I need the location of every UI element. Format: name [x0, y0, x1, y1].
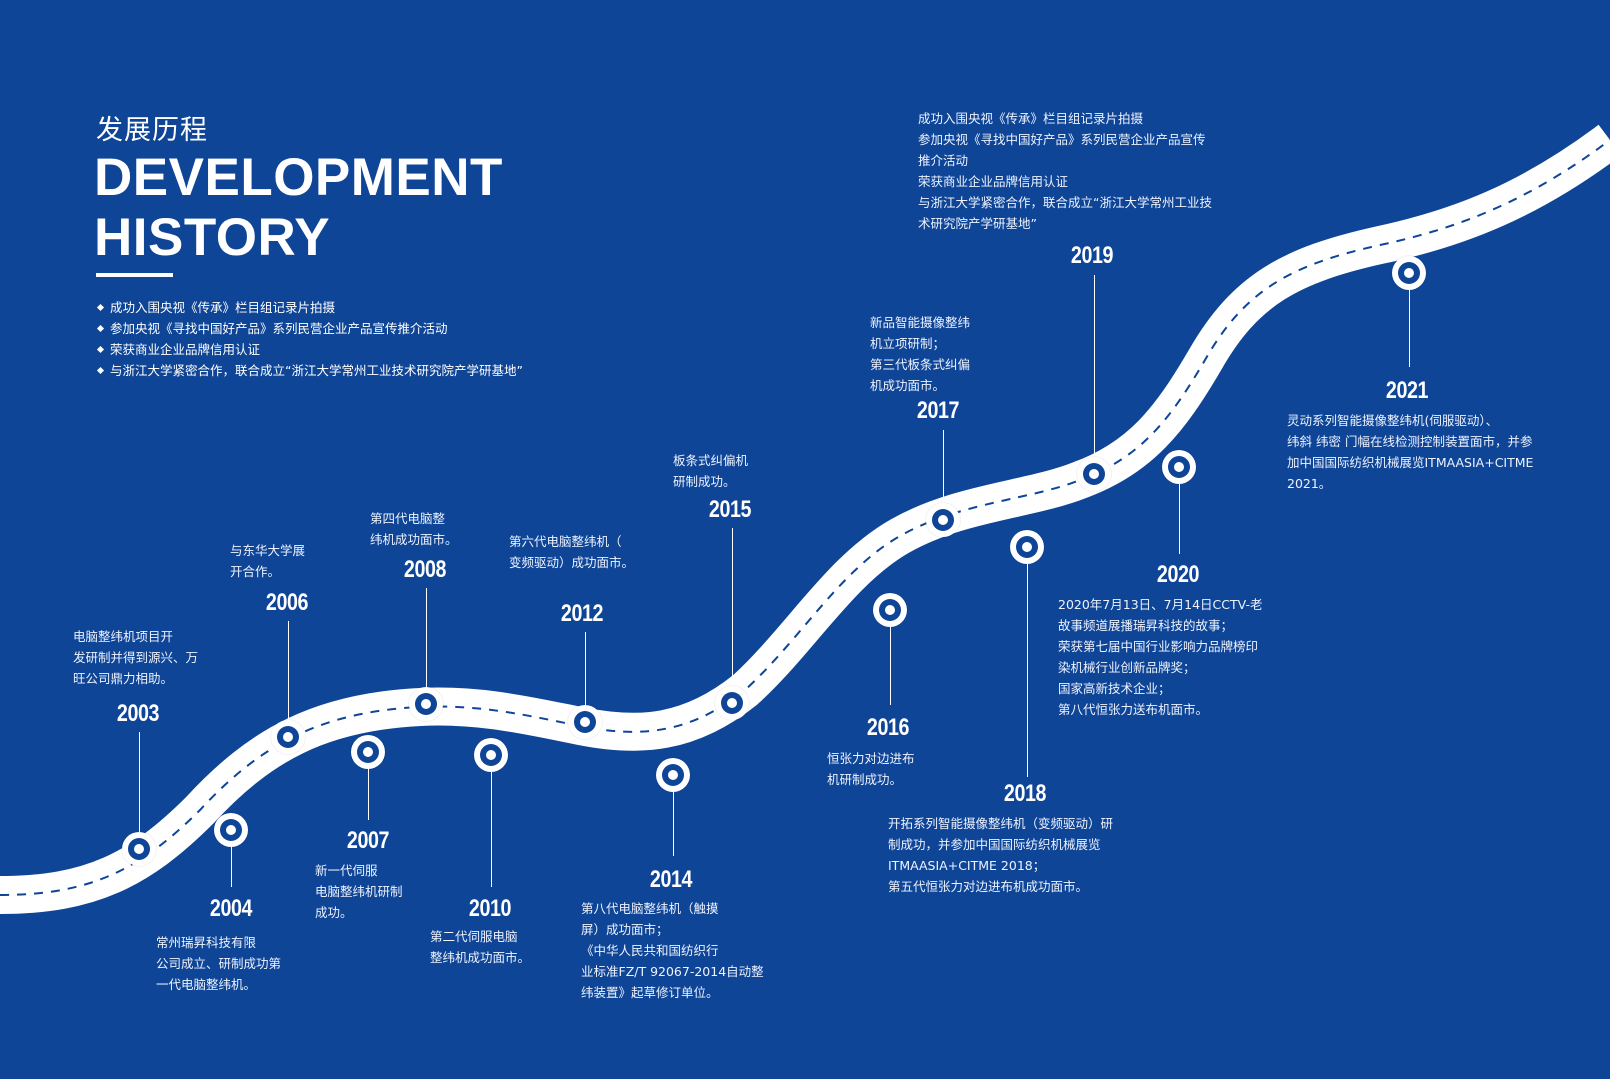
- milestone-2006-marker: [271, 720, 305, 754]
- intro-item: 荣获商业企业品牌信用认证: [96, 339, 523, 360]
- milestone-2016-marker: [873, 593, 907, 627]
- milestone-2015-year: 2015: [708, 496, 752, 523]
- milestone-2021-marker: [1392, 256, 1426, 290]
- milestone-2012-text: 第六代电脑整纬机（ 变频驱动）成功面市。: [509, 534, 635, 570]
- milestone-2008-marker: [409, 687, 443, 721]
- milestone-2012-year: 2012: [560, 600, 604, 627]
- milestone-2007-leader: [368, 769, 370, 820]
- milestone-2006-text: 与东华大学展 开合作。: [230, 543, 306, 579]
- milestone-2016-year: 2016: [866, 714, 910, 741]
- milestone-2019-text: 成功入围央视《传承》栏目组记录片拍摄 参加央视《寻找中国好产品》系列民营企业产品…: [918, 111, 1212, 231]
- milestone-2018-text: 开拓系列智能摄像整纬机（变频驱动）研 制成功，并参加中国国际纺织机械展览 ITM…: [888, 816, 1114, 894]
- milestone-2020-year: 2020: [1156, 561, 1200, 588]
- milestone-2019-year: 2019: [1070, 242, 1114, 269]
- milestone-2006-year: 2006: [265, 589, 309, 616]
- milestone-2010-year: 2010: [468, 895, 512, 922]
- milestone-2020-text: 2020年7月13日、7月14日CCTV-老 故事频道展播瑞昇科技的故事； 荣获…: [1058, 597, 1263, 717]
- milestone-2018-year: 2018: [1003, 780, 1047, 807]
- milestone-2019-leader: [1094, 275, 1096, 475]
- milestone-2006-leader: [288, 621, 290, 720]
- milestone-2015-leader: [732, 528, 734, 686]
- milestone-2010-text: 第二代伺服电脑 整纬机成功面市。: [430, 929, 531, 965]
- intro-list: 成功入围央视《传承》栏目组记录片拍摄 参加央视《寻找中国好产品》系列民营企业产品…: [96, 297, 523, 381]
- milestone-2003-text: 电脑整纬机项目开 发研制并得到源兴、万 旺公司鼎力相助。: [73, 629, 199, 686]
- page-title-en: DEVELOPMENT HISTORY: [94, 148, 503, 268]
- milestone-2008-text: 第四代电脑整 纬机成功面市。: [370, 511, 458, 547]
- milestone-2004-marker: [214, 813, 248, 847]
- milestone-2017-leader: [943, 430, 945, 520]
- milestone-2010-leader: [491, 772, 493, 887]
- milestone-2014-leader: [673, 792, 675, 856]
- milestone-2020-marker: [1162, 450, 1196, 484]
- milestone-2008-year: 2008: [403, 556, 447, 583]
- intro-item: 与浙江大学紧密合作，联合成立“浙江大学常州工业技术研究院产学研基地”: [96, 360, 523, 381]
- milestone-2010-marker: [474, 738, 508, 772]
- milestone-2015-marker: [715, 686, 749, 720]
- milestone-2017-marker: [926, 503, 960, 537]
- milestone-2017-year: 2017: [916, 397, 960, 424]
- page-title-cn: 发展历程: [96, 115, 208, 146]
- milestone-2014-marker: [656, 758, 690, 792]
- milestone-2017-text: 新品智能摄像整纬 机立项研制； 第三代板条式纠偏 机成功面市。: [870, 315, 971, 393]
- milestone-2003-marker: [122, 832, 156, 866]
- milestone-2020-leader: [1179, 484, 1181, 554]
- milestone-2016-leader: [890, 627, 892, 705]
- milestone-2007-text: 新一代伺服 电脑整纬机研制 成功。: [315, 863, 403, 920]
- page-title-en-line2: HISTORY: [94, 208, 331, 267]
- milestone-2012-marker: [568, 705, 602, 739]
- milestone-2004-year: 2004: [209, 895, 253, 922]
- milestone-2003-year: 2003: [116, 700, 160, 727]
- road-center-dash: [0, 139, 1610, 896]
- milestone-2014-text: 第八代电脑整纬机（触摸 屏）成功面市； 《中华人民共和国纺织行 业标准FZ/T …: [581, 901, 764, 1000]
- milestone-2021-year: 2021: [1385, 377, 1429, 404]
- milestone-2003-leader: [139, 732, 141, 832]
- milestone-2018-leader: [1027, 564, 1029, 777]
- milestone-2004-leader: [231, 847, 233, 887]
- intro-item: 参加央视《寻找中国好产品》系列民营企业产品宣传推介活动: [96, 318, 523, 339]
- milestone-2019-marker: [1077, 457, 1111, 491]
- milestone-2008-leader: [426, 588, 428, 687]
- milestone-2021-leader: [1409, 290, 1411, 367]
- page-title-en-line1: DEVELOPMENT: [94, 148, 503, 207]
- milestone-2014-year: 2014: [649, 866, 693, 893]
- milestone-2007-year: 2007: [346, 827, 390, 854]
- milestone-2004-text: 常州瑞昇科技有限 公司成立、研制成功第 一代电脑整纬机。: [156, 935, 282, 992]
- intro-item: 成功入围央视《传承》栏目组记录片拍摄: [96, 297, 523, 318]
- milestone-2012-leader: [585, 632, 587, 722]
- milestone-2015-text: 板条式纠偏机 研制成功。: [673, 453, 749, 489]
- title-underline: [96, 273, 173, 277]
- milestone-2007-marker: [351, 735, 385, 769]
- milestone-2021-text: 灵动系列智能摄像整纬机(伺服驱动）、 纬斜 纬密 门幅在线检测控制装置面市，并参…: [1287, 413, 1534, 491]
- milestone-2018-marker: [1010, 530, 1044, 564]
- milestone-2016-text: 恒张力对边进布 机研制成功。: [827, 751, 915, 787]
